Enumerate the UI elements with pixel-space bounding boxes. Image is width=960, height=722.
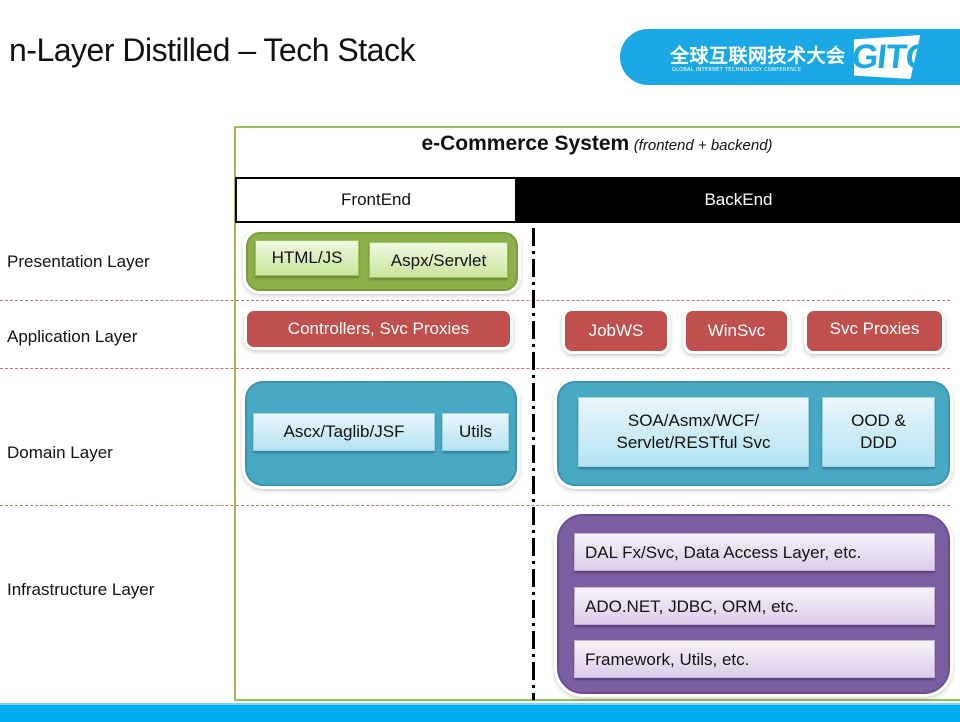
domain-chip-ood-line2: DDD [860, 433, 897, 452]
layer-divider [236, 300, 950, 301]
layer-label-application: Application Layer [7, 327, 138, 346]
layer-divider [236, 368, 950, 369]
layer-label-domain: Domain Layer [7, 443, 113, 462]
domain-chip-ood-ddd: OOD & DDD [822, 397, 935, 467]
domain-chip-soa-line1: SOA/Asmx/WCF/ [627, 410, 760, 430]
domain-chip-ascx-taglib-jsf: Ascx/Taglib/JSF [253, 413, 435, 451]
presentation-chip-aspx-servlet: Aspx/Servlet [369, 242, 508, 278]
infrastructure-chip-framework-utils: Framework, Utils, etc. [574, 640, 935, 678]
layer-label-presentation: Presentation Layer [7, 252, 150, 271]
domain-chip-soa-line2: Servlet/RESTful Svc [616, 433, 771, 452]
application-chip-controllers: Controllers, Svc Proxies [247, 311, 510, 347]
layer-label-infrastructure: Infrastructure Layer [7, 580, 155, 599]
system-title-subtitle: (frontend + backend) [633, 137, 773, 154]
domain-chip-soa-services: SOA/Asmx/WCF/ Servlet/RESTful Svc [578, 397, 809, 467]
presentation-chip-html-js: HTML/JS [255, 240, 359, 276]
infrastructure-chip-ado-jdbc-orm: ADO.NET, JDBC, ORM, etc. [574, 587, 935, 625]
application-chip-jobws: JobWS [565, 311, 667, 351]
backend-header: BackEnd [517, 177, 960, 223]
footer-bar [0, 703, 960, 722]
conference-logo: 全球互联网技术大会 GLOBAL INTERNET TECHNOLOGY CON… [620, 29, 960, 85]
logo-english-text: GLOBAL INTERNET TECHNOLOGY CONFERENCE [672, 67, 802, 73]
logo-mark-icon: GITC [850, 35, 921, 79]
infrastructure-chip-dal: DAL Fx/Svc, Data Access Layer, etc. [574, 533, 935, 571]
domain-chip-ood-line1: OOD & [851, 410, 906, 430]
application-chip-winsvc: WinSvc [686, 311, 787, 351]
layer-divider [236, 505, 950, 506]
system-title: e-Commerce System (frontend + backend) [234, 132, 960, 156]
system-title-main: e-Commerce System [421, 132, 630, 155]
application-chip-svc-proxies: Svc Proxies [807, 311, 942, 351]
logo-chinese-text: 全球互联网技术大会 [670, 45, 846, 67]
frontend-backend-separator [532, 228, 535, 700]
frontend-header: FrontEnd [235, 177, 517, 223]
domain-chip-utils: Utils [442, 413, 509, 451]
slide-title: n-Layer Distilled – Tech Stack [9, 32, 415, 68]
